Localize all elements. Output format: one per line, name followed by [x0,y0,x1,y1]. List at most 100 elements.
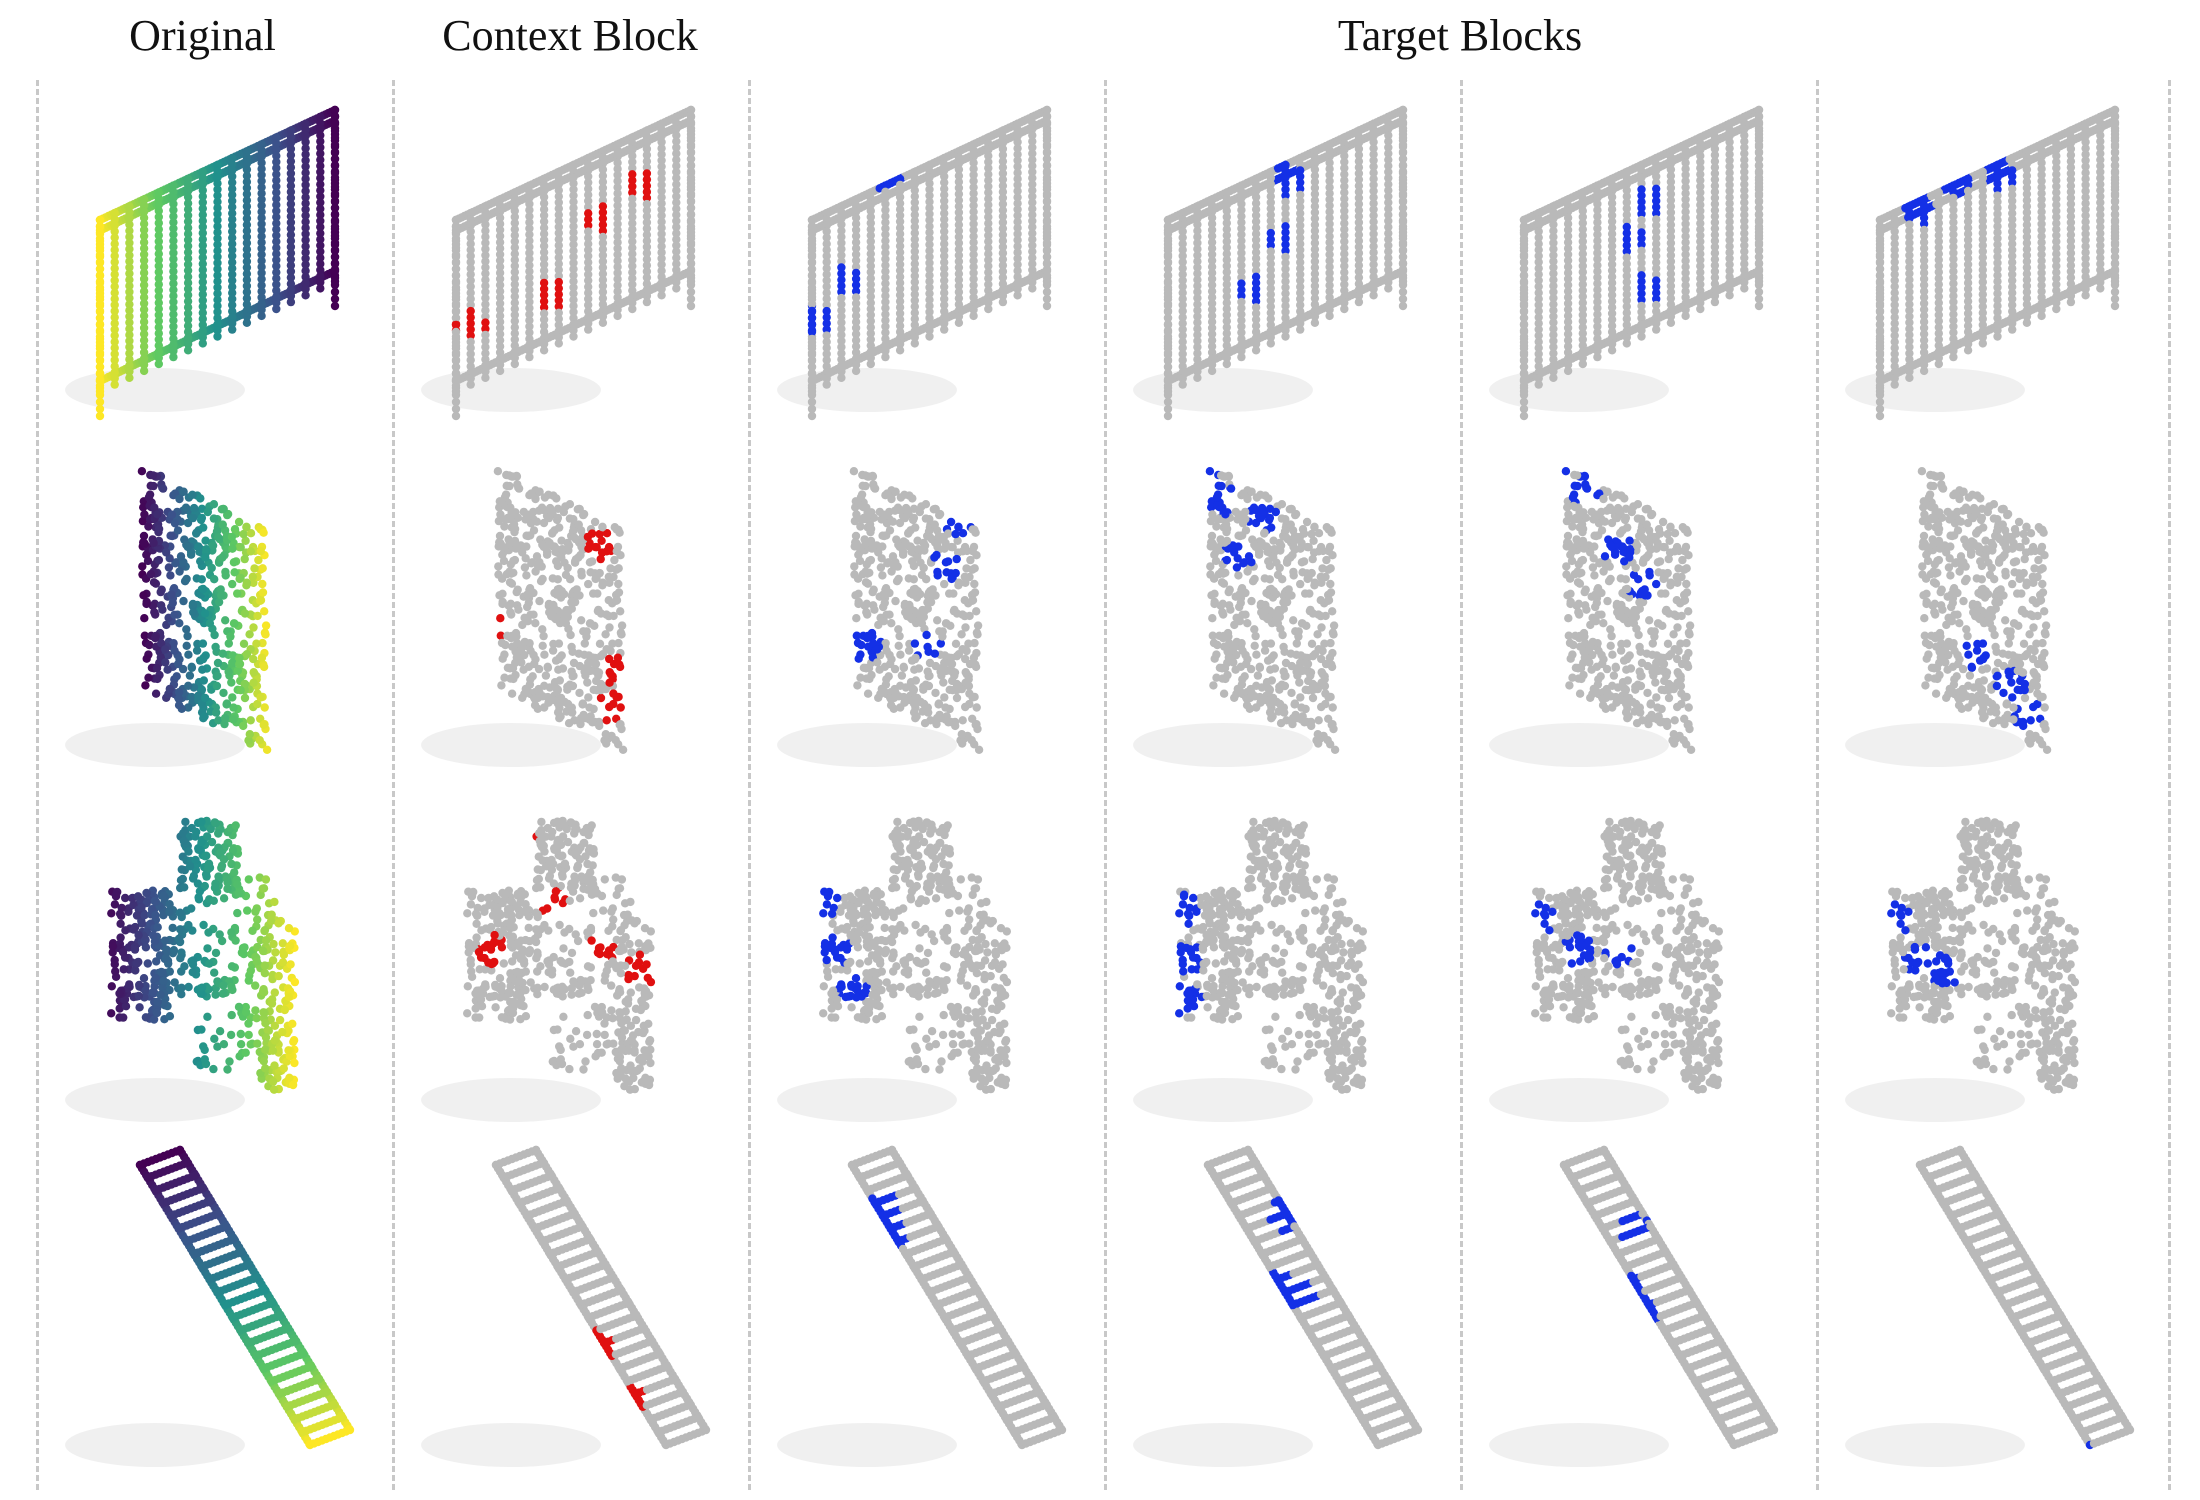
point [628,151,637,161]
point [1237,334,1246,343]
point [910,314,919,324]
point [154,267,163,277]
point [481,318,490,327]
point [1963,186,1973,196]
point [672,271,681,281]
point [969,146,978,155]
point [330,126,340,136]
point [1384,149,1393,158]
point [954,238,964,248]
point [672,259,681,269]
point [1740,155,1749,164]
point [125,281,134,291]
point [481,330,490,340]
point [316,124,325,134]
point [1622,259,1631,268]
point [822,331,831,340]
point [1237,267,1246,276]
point [954,318,964,327]
point [154,231,163,240]
point [1934,286,1943,295]
point [1905,202,1914,211]
point [1519,404,1529,414]
point [451,341,461,351]
point [301,180,310,190]
point [1563,323,1573,333]
point [1281,264,1290,274]
point [1237,212,1246,221]
point [1354,236,1364,246]
point [2037,164,2046,174]
point [851,293,861,302]
point [481,306,490,315]
point [1534,221,1543,230]
point [198,247,207,256]
point [851,360,861,369]
point [984,219,993,228]
point [1875,278,1885,288]
point [1607,346,1617,355]
point [286,193,296,203]
point [1398,217,1408,227]
point [154,274,163,283]
point [2037,152,2046,161]
point [881,254,890,264]
point [2008,258,2017,267]
point [657,180,666,190]
point [169,340,178,350]
point [1740,161,1749,171]
point [672,161,681,171]
point [2008,233,2017,242]
column-divider [748,80,751,1490]
point [1978,265,1987,275]
point [1369,211,1378,220]
point [584,282,593,291]
point [954,220,964,229]
point [242,251,252,260]
point [1681,299,1690,308]
point [1237,230,1246,239]
point [2110,294,2120,304]
point [1398,189,1408,199]
point [1607,266,1617,275]
point [554,204,563,213]
point [998,291,1008,301]
point [628,139,637,148]
point [686,245,696,255]
point [1919,280,1929,290]
point [2022,251,2032,260]
point [866,218,875,228]
point [1949,340,1958,350]
point [213,313,222,323]
point [1740,210,1749,220]
point [895,254,905,263]
point [925,320,934,329]
point [1354,285,1364,295]
point [837,220,846,229]
point [1028,161,1037,171]
point [1251,186,1261,196]
point [895,174,905,183]
point [301,235,310,245]
point [1354,206,1364,215]
point [2110,161,2120,171]
point [1549,330,1558,340]
point [214,716,223,725]
point [628,304,637,314]
point [1028,284,1037,293]
point [1207,317,1217,327]
point [584,172,593,181]
point [1905,287,1914,297]
point [330,112,340,122]
point [940,245,949,255]
point [183,174,193,183]
point [1310,202,1320,211]
point [2022,147,2032,156]
point [1725,266,1734,275]
point [686,168,696,178]
point [1607,192,1617,202]
point [1237,328,1246,337]
point [1042,168,1052,178]
point-cloud [1133,105,1408,421]
point [451,334,461,344]
